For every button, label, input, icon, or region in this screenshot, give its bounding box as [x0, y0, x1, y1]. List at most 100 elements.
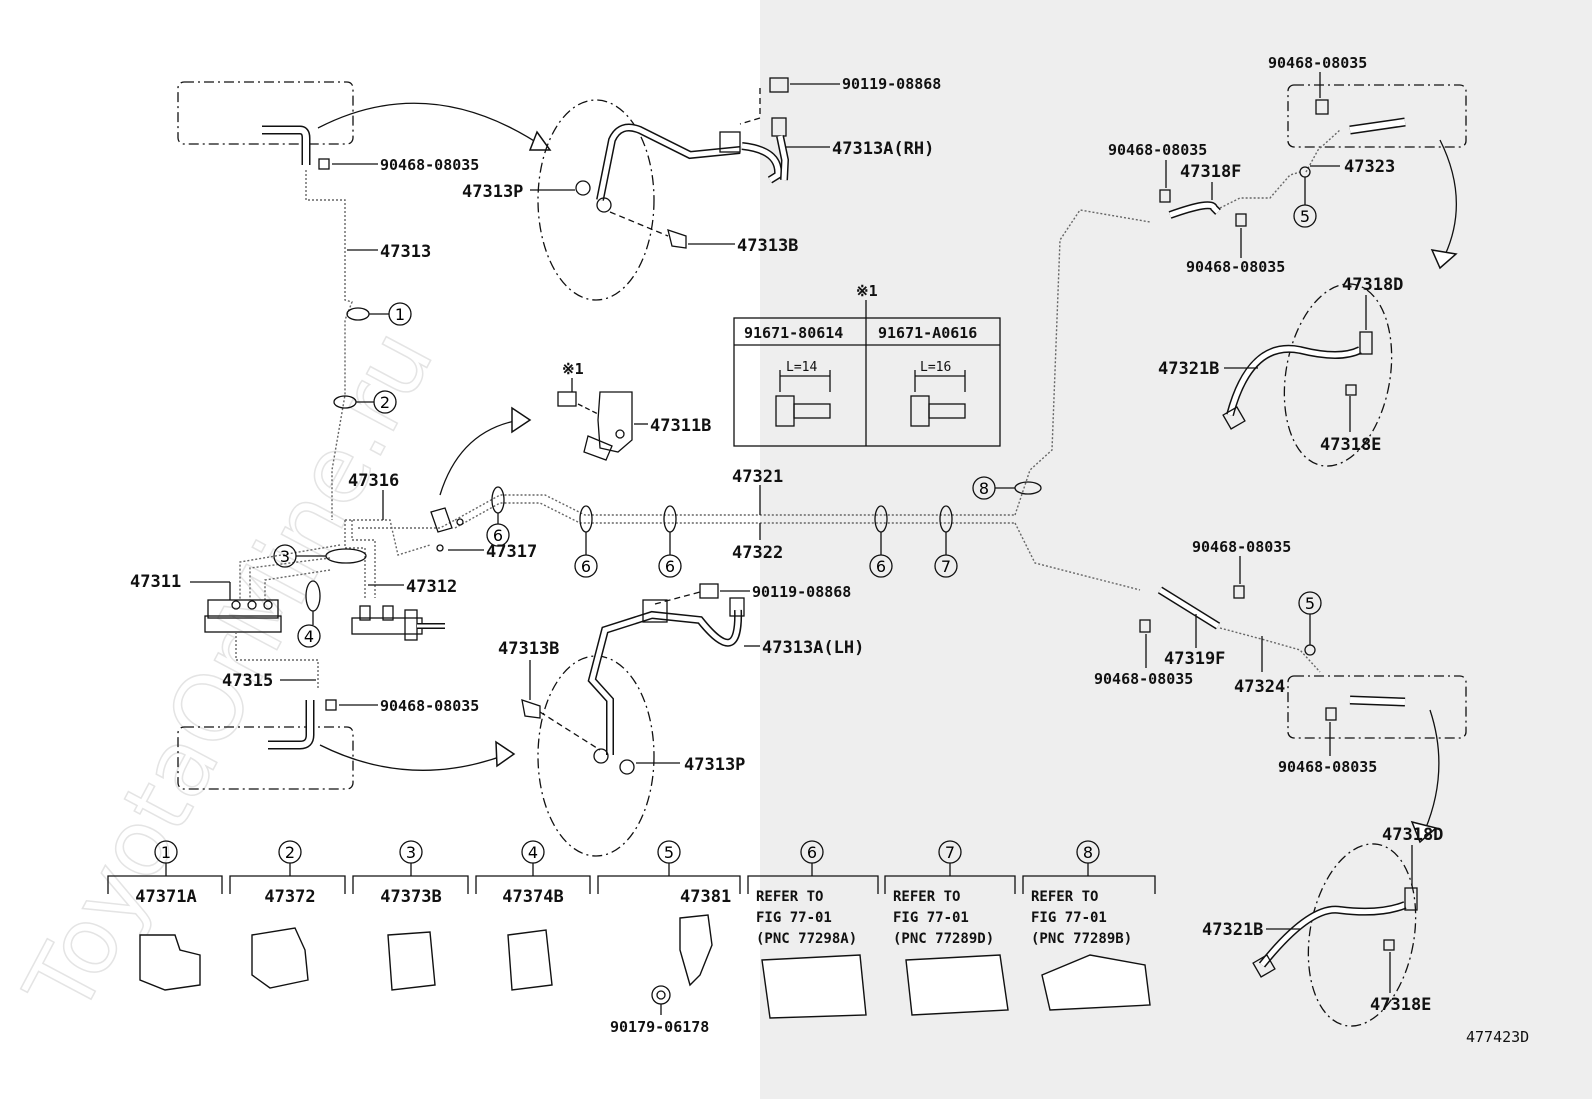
label-47313P-bot: 47313P: [684, 755, 745, 775]
svg-text:8: 8: [979, 479, 989, 498]
callout-1: 1: [388, 302, 412, 326]
legend-ref-6-3: (PNC 77298A): [756, 931, 857, 947]
label-90119-top: 90119-08868: [842, 75, 941, 93]
label-47311: 47311: [130, 572, 181, 592]
label-47321B-bot: 47321B: [1202, 920, 1263, 940]
label-47316: 47316: [348, 471, 399, 491]
callout-8: 8: [972, 476, 996, 500]
legend-number: 7: [945, 843, 955, 862]
label-90468-mr2: 90468-08035: [1094, 670, 1193, 688]
label-90179: 90179-06178: [610, 1018, 709, 1036]
clamp-icon: [139, 934, 201, 991]
label-47313B-top: 47313B: [737, 236, 798, 256]
label-47318E-top: 47318E: [1320, 435, 1381, 455]
legend-number: 2: [285, 843, 295, 862]
label-47318D-bot: 47318D: [1382, 825, 1443, 845]
callout-7: 7: [934, 554, 958, 578]
clamp-icon: [761, 954, 867, 1019]
mid-right-tubes: [1139, 585, 1467, 844]
tube-47313: [305, 170, 353, 520]
note-mark: ※1: [856, 282, 878, 300]
legend-number: 4: [528, 843, 538, 862]
lh-hose-assembly: [521, 583, 745, 857]
arrow-icon: [495, 740, 516, 768]
legend-ref-7-1: REFER TO: [893, 889, 960, 905]
label-47319F: 47319F: [1164, 649, 1225, 669]
label-47313B-bot: 47313B: [498, 639, 559, 659]
legend-part-5: 47381: [680, 887, 731, 907]
svg-text:3: 3: [280, 547, 290, 566]
svg-text:4: 4: [304, 627, 314, 646]
label-47313A-rh: 47313A(RH): [832, 139, 934, 159]
label-47317: 47317: [486, 542, 537, 562]
bracket-47311B: ※1: [557, 360, 633, 461]
valve-cluster: [204, 507, 464, 690]
arrow-icon: [1410, 820, 1438, 844]
shaded-background-panel: [760, 0, 1592, 1099]
callout-6c: 6: [658, 554, 682, 578]
svg-text:2: 2: [380, 393, 390, 412]
callout-5a: 5: [1293, 204, 1317, 228]
clamp-icon: [905, 954, 1009, 1016]
rear-lh-hose: [1252, 843, 1418, 1027]
svg-text:7: 7: [941, 557, 951, 576]
legend-part-1: 47371A: [135, 887, 196, 907]
arrow-icon: [1430, 249, 1458, 270]
svg-text:6: 6: [493, 526, 503, 545]
label-47313A-lh: 47313A(LH): [762, 638, 864, 658]
label-47321: 47321: [732, 467, 783, 487]
label-90468-tr1: 90468-08035: [1108, 141, 1207, 159]
label-47318D-top: 47318D: [1342, 275, 1403, 295]
legend-ref-7-2: FIG 77-01: [893, 910, 969, 926]
legend-item-5: 5 47381: [597, 840, 741, 987]
callout-6b: 6: [574, 554, 598, 578]
svg-text:1: 1: [395, 305, 405, 324]
label-47322: 47322: [732, 543, 783, 563]
rear-rh-hose: [1222, 283, 1393, 467]
svg-text:6: 6: [665, 557, 675, 576]
svg-text:5: 5: [1305, 594, 1315, 613]
label-90468-tl: 90468-08035: [380, 156, 479, 174]
svg-text:5: 5: [1300, 207, 1310, 226]
callout-6a: 6: [486, 523, 510, 547]
clamp-icon: [387, 931, 436, 991]
svg-text:※1: ※1: [562, 360, 584, 378]
label-90119-bot: 90119-08868: [752, 583, 851, 601]
top-right-inset: [1159, 84, 1467, 270]
label-90468-mr3: 90468-08035: [1278, 758, 1377, 776]
legend-ref-7-3: (PNC 77289D): [893, 931, 994, 947]
label-47318E-bot: 47318E: [1370, 995, 1431, 1015]
top-left-inset: [177, 81, 552, 165]
bolt-table: ※1 91671-80614 91671-A0616 L=14 L=16: [733, 282, 1001, 447]
label-47318F: 47318F: [1180, 162, 1241, 182]
label-47315: 47315: [222, 671, 273, 691]
arrow-icon: [511, 406, 532, 434]
callout-6d: 6: [869, 554, 893, 578]
callout-2: 2: [373, 390, 397, 414]
legend-ref-8-3: (PNC 77289B): [1031, 931, 1132, 947]
bolt-length-14: L=14: [786, 360, 817, 375]
label-90468-tr3: 90468-08035: [1268, 54, 1367, 72]
clamp-icon: [507, 929, 553, 991]
svg-text:6: 6: [876, 557, 886, 576]
legend-number: 8: [1083, 843, 1093, 862]
label-90468-tr2: 90468-08035: [1186, 258, 1285, 276]
bolt-part-A0616: 91671-A0616: [878, 324, 977, 342]
bolt-part-80614: 91671-80614: [744, 324, 843, 342]
legend-number: 3: [406, 843, 416, 862]
legend-part-4: 47374B: [502, 887, 563, 907]
label-47324: 47324: [1234, 677, 1285, 697]
legend-part-2: 47372: [264, 887, 315, 907]
clip-icon: [318, 158, 330, 170]
label-47321B-top: 47321B: [1158, 359, 1219, 379]
rh-hose-assembly: [537, 77, 790, 301]
legend-number: 5: [664, 843, 674, 862]
clamp-icon: [1041, 954, 1151, 1011]
bottom-left-inset: [177, 700, 516, 790]
